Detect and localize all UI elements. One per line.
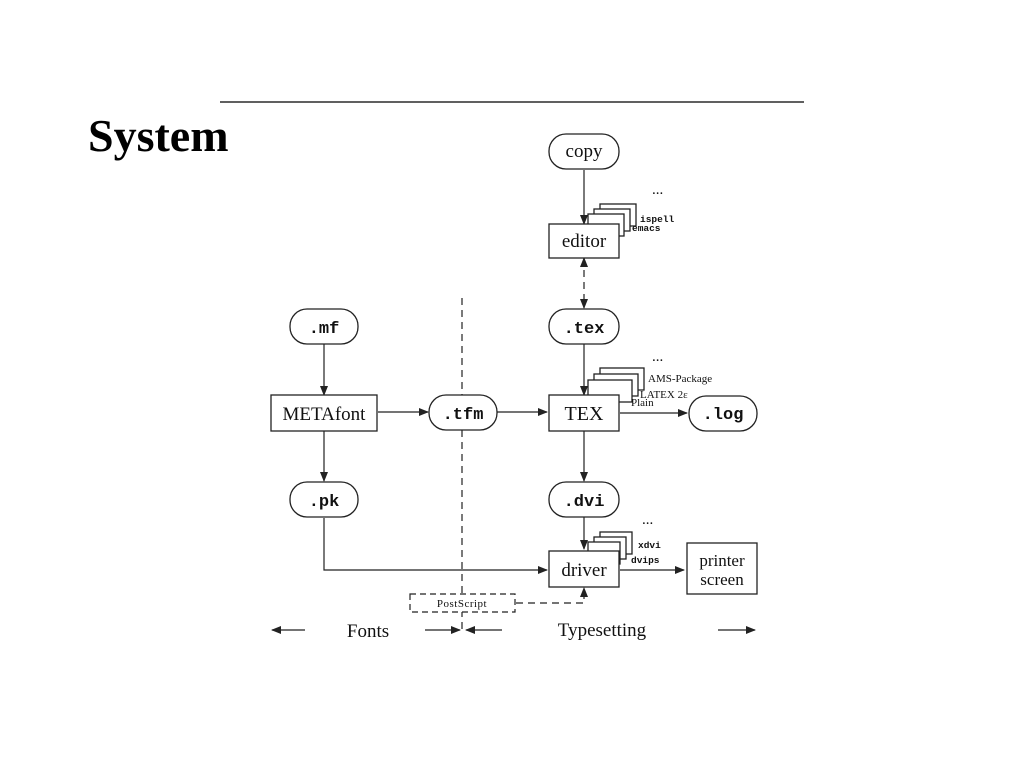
screen-label: screen	[700, 570, 744, 589]
tex-file-node: .tex	[548, 308, 620, 345]
metafont-node: METAfont	[270, 394, 378, 432]
dvi-node: .dvi	[548, 481, 620, 518]
metafont-label: METAfont	[283, 404, 367, 425]
tex-stack-item: AMS-Package	[648, 373, 712, 385]
editor-label: editor	[562, 231, 607, 252]
fonts-section-label: Fonts	[347, 621, 389, 642]
log-node: .log	[688, 395, 758, 432]
typesetting-section-label: Typesetting	[558, 620, 647, 641]
tex-stack-item: Plain	[631, 397, 654, 409]
postscript-label: PostScript	[437, 598, 487, 610]
tex-stack-item: LATEX 2ε	[640, 389, 688, 401]
tex-label: TEX	[565, 403, 604, 425]
postscript-node: PostScript	[409, 593, 516, 613]
printer-label: printer	[699, 551, 745, 570]
tfm-label: .tfm	[443, 406, 484, 425]
mf-node: .mf	[289, 308, 359, 345]
driver-node: driver	[548, 550, 620, 588]
driver-stack-item: xdvi	[638, 540, 661, 551]
tex-stack-more: ...	[652, 349, 663, 365]
dvi-label: .dvi	[564, 493, 605, 512]
driver-label: driver	[561, 560, 607, 581]
copy-node: copy	[548, 133, 620, 170]
editor-stack-item: ispell	[640, 214, 675, 225]
printer-screen-node: printer screen	[686, 542, 758, 595]
pk-label: .pk	[309, 493, 340, 512]
editor-stack-item: emacs	[632, 223, 661, 234]
editor-node: editor	[548, 223, 620, 259]
pk-node: .pk	[289, 481, 359, 518]
tex-node: TEX	[548, 394, 620, 432]
slide-title: System	[88, 110, 229, 161]
pk-to-driver-arrow	[323, 518, 548, 574]
driver-stack-item: dvips	[631, 555, 660, 566]
mf-label: .mf	[309, 320, 340, 339]
tex-file-label: .tex	[564, 320, 605, 339]
log-label: .log	[703, 406, 744, 425]
driver-stack-more: ...	[642, 512, 653, 528]
postscript-to-driver-dashed-arrow	[516, 587, 588, 604]
copy-label: copy	[566, 141, 603, 162]
tfm-node: .tfm	[428, 394, 498, 431]
editor-stack-more: ...	[652, 182, 663, 198]
